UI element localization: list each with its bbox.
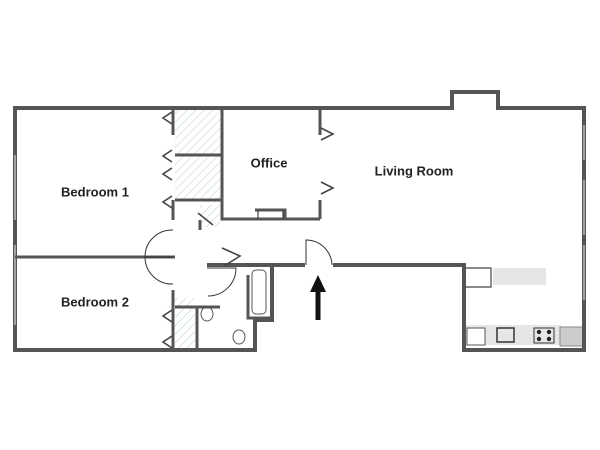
- sink-kitchen: [496, 327, 515, 343]
- exterior-wall: [13, 90, 586, 352]
- bifold-door: [161, 111, 335, 349]
- room-label-bedroom-1: Bedroom 1: [61, 184, 129, 200]
- kitchen-cabinet: [559, 326, 584, 347]
- window: [14, 125, 585, 325]
- arrow-up-icon: [310, 275, 326, 320]
- room-label-living-room: Living Room: [374, 163, 454, 179]
- sink: [200, 306, 214, 322]
- toilet: [232, 329, 246, 345]
- room-label-office: Office: [250, 155, 288, 171]
- fridge: [466, 327, 486, 346]
- kitchen-wall: [466, 267, 492, 288]
- bathtub: [251, 269, 267, 315]
- kitchen-counter: [493, 268, 546, 285]
- closet-hatched: [200, 205, 220, 227]
- closet-hatched: [175, 298, 195, 350]
- stove: [533, 327, 555, 344]
- door-swing: [144, 256, 174, 285]
- door-swing: [207, 267, 237, 297]
- door-swing: [144, 229, 174, 258]
- interior-wall: [15, 108, 322, 350]
- door-swing: [305, 239, 333, 266]
- room-label-bedroom-2: Bedroom 2: [61, 294, 129, 310]
- office-radiator: [257, 210, 284, 219]
